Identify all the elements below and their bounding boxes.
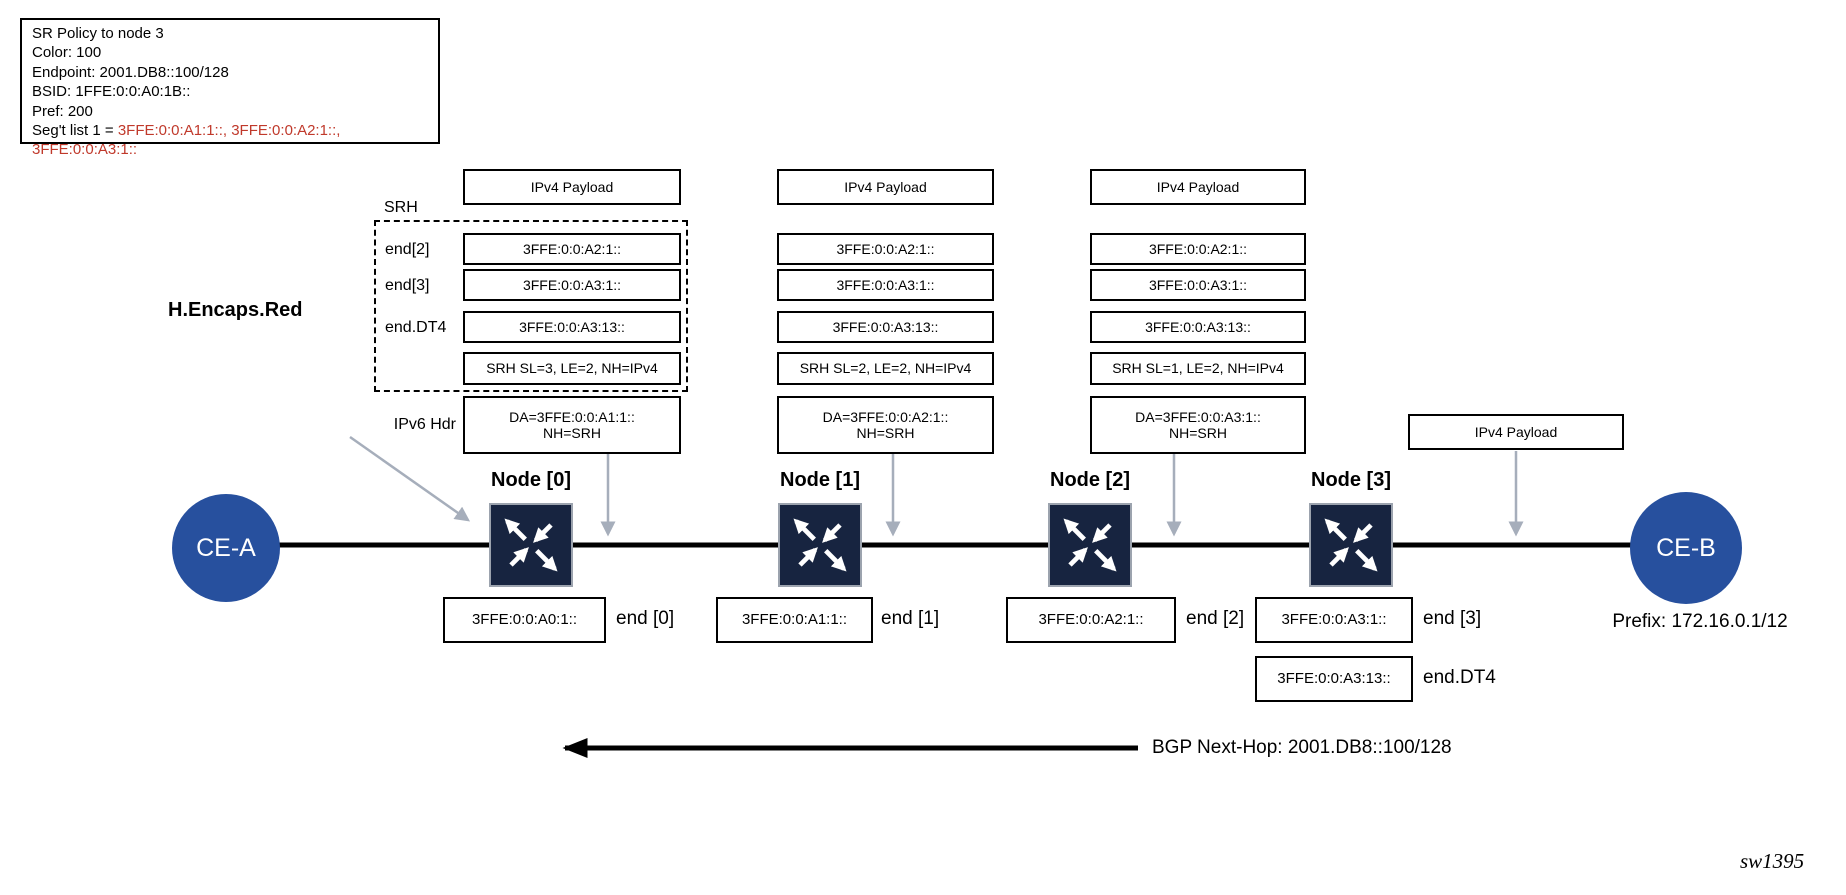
policy-name-line: SR Policy to node 3 [32,25,164,42]
sid-box-node2-2: 3FFE:0:0:A3:1:: [1090,269,1306,301]
payload-box-node2: IPv4 Payload [1090,169,1306,205]
sid-box-node0-3: 3FFE:0:0:A3:13:: [463,311,681,343]
sid-address-box-dt4: 3FFE:0:0:A3:13:: [1255,656,1413,702]
router-icon [793,518,847,572]
da-line: DA=3FFE:0:0:A1:1:: [509,408,635,425]
figure-id: sw1395 [1740,849,1805,873]
sid-box-node0-2: 3FFE:0:0:A3:1:: [463,269,681,301]
nh-line: NH=SRH [856,425,915,441]
bgp-next-hop-label: BGP Next-Hop: 2001.DB8::100/128 [1152,737,1452,758]
policy-bsid-line: BSID: 1FFE:0:0:A0:1B:: [32,83,191,101]
node-title-0: Node [0] [491,469,571,491]
policy-endpoint-line: Endpoint: 2001.DB8::100/128 [32,63,229,81]
seg-list-label: Seg't list 1 = [32,122,118,140]
seg-list-value: 3FFE:0:0:A1:1::, 3FFE:0:0:A2:1::, 3FFE:0… [32,122,341,159]
ce-b-node: CE-B [1630,492,1742,604]
sid-function-label-3: end [3] [1423,608,1482,629]
router-node-2 [1048,503,1132,587]
sid-box-node1-3: 3FFE:0:0:A3:13:: [777,311,994,343]
ipv6-header-box-node2: DA=3FFE:0:0:A3:1:: NH=SRH [1090,396,1306,454]
ipv6-header-box-node1: DA=3FFE:0:0:A2:1:: NH=SRH [777,396,994,454]
ipv6-hdr-label: IPv6 Hdr [393,416,456,433]
srh-info-box-node2: SRH SL=1, LE=2, NH=IPv4 [1090,352,1306,385]
sid-box-node2-1: 3FFE:0:0:A2:1:: [1090,233,1306,265]
router-icon [1324,518,1378,572]
srh-info-box-node1: SRH SL=2, LE=2, NH=IPv4 [777,352,994,385]
sid-address-box-1: 3FFE:0:0:A1:1:: [716,597,873,643]
sid-box-node1-2: 3FFE:0:0:A3:1:: [777,269,994,301]
router-icon [1063,518,1117,572]
srh-row-label-end2: end[2] [385,241,430,258]
policy-seg-list-line: Seg't list 1 = 3FFE:0:0:A1:1::, 3FFE:0:0… [32,121,428,160]
sid-function-label-0: end [0] [616,608,675,629]
router-node-3 [1309,503,1393,587]
nh-line: NH=SRH [1169,425,1227,441]
sid-function-label-2: end [2] [1186,608,1245,629]
h-encaps-red-label: H.Encaps.Red [168,299,303,321]
router-icon [504,518,558,572]
sid-function-label-dt4: end.DT4 [1423,667,1496,688]
nh-line: NH=SRH [543,425,601,441]
sid-box-node2-3: 3FFE:0:0:A3:13:: [1090,311,1306,343]
node-title-1: Node [1] [780,469,860,491]
ipv6-header-box-node0: DA=3FFE:0:0:A1:1:: NH=SRH [463,396,681,454]
srh-dashed-group [374,220,688,392]
router-node-1 [778,503,862,587]
sr-policy-info-box: SR Policy to node 3 Color: 100 Endpoint:… [20,18,440,158]
srh-info-box-node0: SRH SL=3, LE=2, NH=IPv4 [463,352,681,385]
sid-box-node0-1: 3FFE:0:0:A2:1:: [463,233,681,265]
sid-address-box-3: 3FFE:0:0:A3:1:: [1255,597,1413,643]
srh-label: SRH [384,199,418,216]
policy-pref-line: Pref: 200 [32,102,93,120]
sid-function-label-1: end [1] [881,608,940,629]
payload-box-node1: IPv4 Payload [777,169,994,205]
sid-address-box-2: 3FFE:0:0:A2:1:: [1006,597,1176,643]
srh-row-label-enddt4: end.DT4 [385,319,447,336]
da-line: DA=3FFE:0:0:A2:1:: [822,408,949,425]
payload-box-node0: IPv4 Payload [463,169,681,205]
payload-box-node3: IPv4 Payload [1408,414,1624,450]
sid-box-node1-1: 3FFE:0:0:A2:1:: [777,233,994,265]
router-node-0 [489,503,573,587]
policy-color-line: Color: 100 [32,44,102,62]
srh-row-label-end3: end[3] [385,277,430,294]
sid-address-box-0: 3FFE:0:0:A0:1:: [443,597,606,643]
prefix-label: Prefix: 172.16.0.1/12 [1612,611,1788,632]
node-title-2: Node [2] [1050,469,1130,491]
encaps-arrow [349,435,471,522]
node-title-3: Node [3] [1311,469,1391,491]
ce-a-node: CE-A [172,494,280,602]
da-line: DA=3FFE:0:0:A3:1:: [1135,408,1261,425]
